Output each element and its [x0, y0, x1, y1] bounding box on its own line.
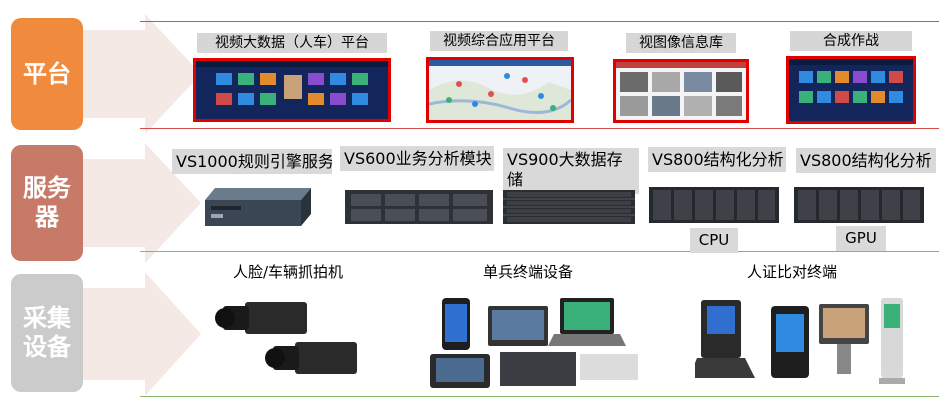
id-verify-device-image: [695, 298, 905, 384]
device-caption-terminals: 单兵终端设备: [483, 263, 574, 281]
layer-label-platform: 平台: [11, 18, 83, 130]
rule-top: [140, 21, 939, 22]
rule-collection-bottom: [140, 396, 939, 397]
arrow-server: [83, 143, 201, 263]
platform-screen-3: [613, 59, 749, 123]
device-caption-cameras: 人脸/车辆抓拍机: [233, 263, 344, 281]
map-view: [429, 60, 571, 120]
platform-label-3: 视图像信息库: [626, 33, 736, 53]
platform-screen-1: [193, 58, 391, 122]
image-library-grid: [616, 62, 746, 116]
layer-label-collection: 采集设备: [11, 274, 83, 392]
platform-label-4: 合成作战: [790, 31, 912, 51]
server-label-3: VS900大数据存储: [503, 148, 639, 194]
server-label-2: VS600业务分析模块: [340, 146, 494, 171]
server-vs900-image: [503, 190, 635, 224]
device-caption-id-verify: 人证比对终端: [747, 263, 838, 281]
arrow-collection: [83, 272, 201, 396]
layer-label-server: 服务器: [11, 145, 83, 261]
platform-screen-4: [786, 56, 916, 124]
camera-device-image: [215, 302, 357, 374]
server-sub-cpu: CPU: [690, 228, 738, 253]
terminal-device-image: [430, 298, 638, 388]
server-sub-gpu: GPU: [836, 226, 886, 251]
rule-platform-bottom: [140, 128, 939, 129]
rule-server-bottom: [140, 251, 939, 252]
server-vs800-gpu-image: [794, 187, 924, 223]
platform-label-1: 视频大数据（人车）平台: [197, 33, 387, 53]
arrow-platform: [83, 14, 201, 134]
layer-label-collection-text: 采集设备: [23, 304, 71, 361]
dashboard-tiles-2: [789, 59, 913, 103]
server-vs800-cpu-image: [649, 187, 779, 223]
platform-label-2: 视频综合应用平台: [430, 31, 568, 51]
layer-label-server-text: 服务器: [23, 174, 71, 231]
server-label-4: VS800结构化分析: [648, 147, 786, 172]
platform-screen-2: [426, 57, 574, 123]
server-vs600-image: [345, 190, 493, 224]
server-label-5: VS800结构化分析: [796, 148, 936, 173]
server-label-1: VS1000规则引擎服务: [172, 149, 332, 174]
layer-label-platform-text: 平台: [23, 59, 71, 88]
dashboard-tiles-1: [196, 61, 388, 105]
server-vs1000-image: [205, 188, 311, 226]
